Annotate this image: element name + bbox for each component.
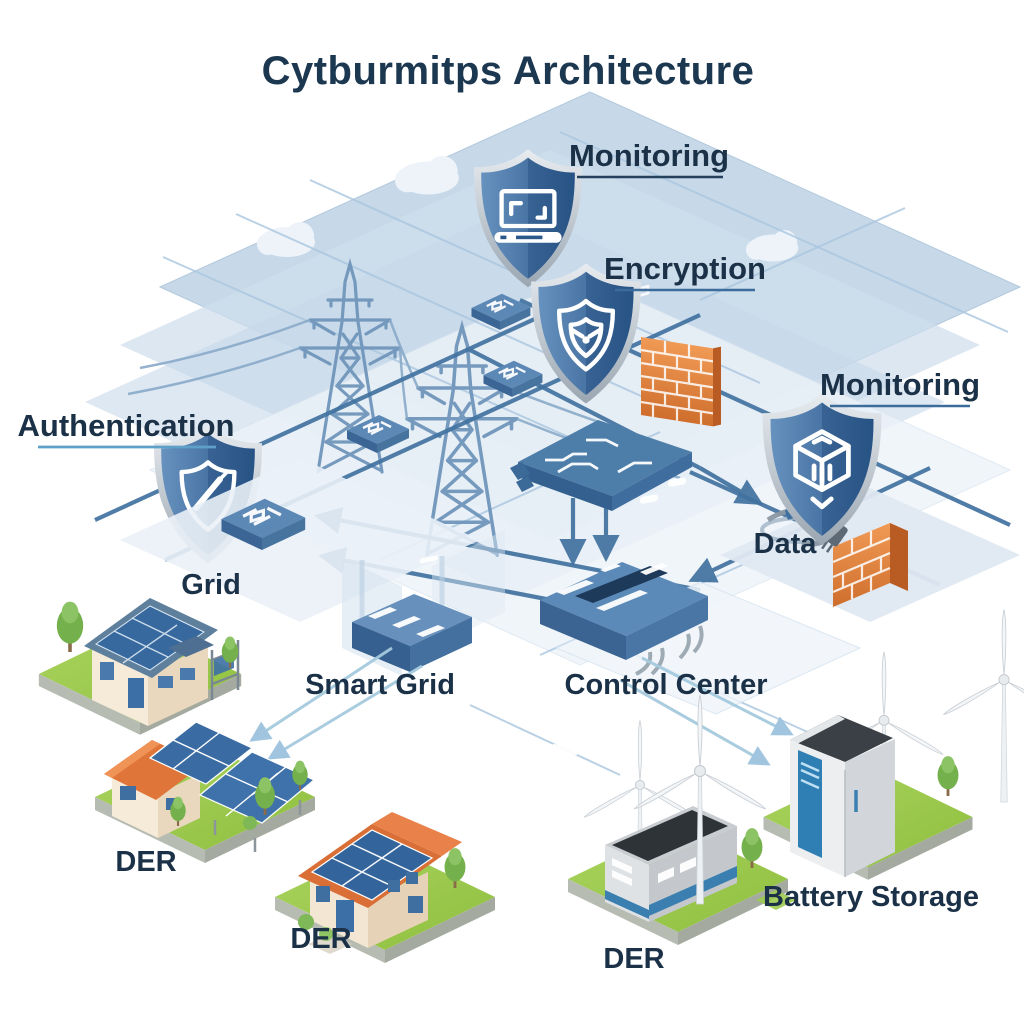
page-title: Cytburmitps Architecture xyxy=(262,49,755,93)
label-monitoring-top: Monitoring xyxy=(569,138,729,173)
firewall-3d-icon xyxy=(832,523,908,607)
shield-badge-icon xyxy=(531,263,641,404)
label-battery-storage: Battery Storage xyxy=(763,881,979,913)
battery-cabinet-icon xyxy=(790,715,895,877)
diagram-labels: Cytburmitps Architecture Monitoring Encr… xyxy=(18,49,981,975)
label-encryption: Encryption xyxy=(604,251,766,286)
server-box-icon xyxy=(342,530,505,734)
label-authentication: Authentication xyxy=(18,408,235,443)
shield-cube-icon xyxy=(762,393,882,546)
wind-der xyxy=(568,694,788,945)
circuit-router-icon xyxy=(510,278,692,511)
label-control-center: Control Center xyxy=(565,669,768,701)
battery-cabinet-icon xyxy=(605,806,737,922)
solar-house-icon xyxy=(38,598,242,735)
label-grid: Grid xyxy=(181,569,241,601)
label-monitoring-right: Monitoring xyxy=(820,367,980,402)
distribution-arrows xyxy=(249,646,794,766)
shield-laptop-icon xyxy=(474,149,582,288)
firewall-icon xyxy=(641,337,721,427)
solar-house-icon xyxy=(275,812,495,963)
label-der-2: DER xyxy=(290,923,351,955)
label-data: Data xyxy=(754,528,818,560)
solar-house-icon xyxy=(95,721,316,863)
battery-storage xyxy=(756,609,1024,910)
label-der-3: DER xyxy=(603,943,664,975)
label-smart-grid: Smart Grid xyxy=(305,669,455,701)
router-box-icon xyxy=(540,477,862,756)
label-der-1: DER xyxy=(115,846,176,878)
